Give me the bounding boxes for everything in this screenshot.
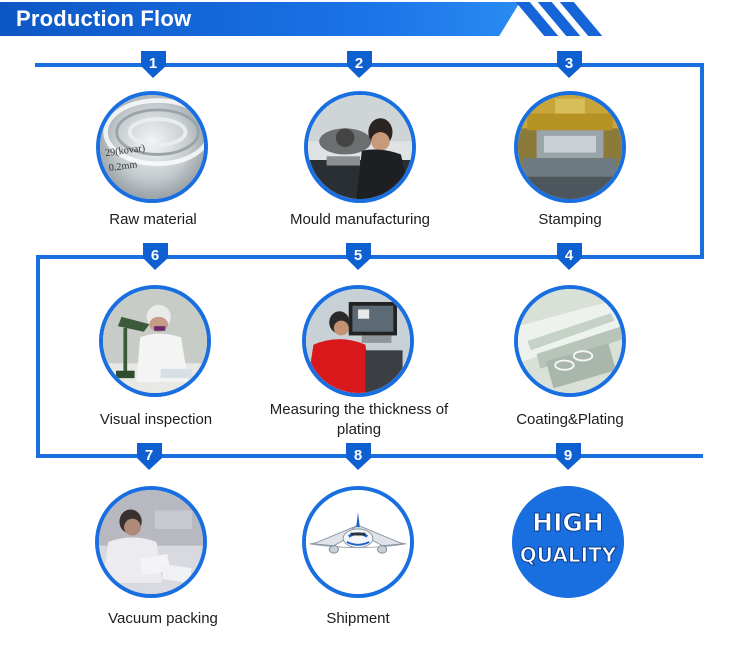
shipment-photo — [302, 486, 414, 598]
step-number-5: 5 — [354, 247, 362, 264]
step-number-2: 2 — [355, 55, 363, 72]
visual-inspection-photo — [99, 285, 211, 397]
mould-manufacturing-photo — [304, 91, 416, 203]
step-label-3: Stamping — [538, 211, 602, 228]
step-label-2: Mould manufacturing — [289, 211, 431, 228]
measuring-thickness-photo — [302, 285, 414, 397]
header-bar — [0, 2, 520, 36]
step-number-6: 6 — [151, 247, 159, 264]
step-marker-3: 3 — [557, 51, 582, 78]
vacuum-packing-photo — [95, 486, 207, 598]
step-number-4: 4 — [565, 247, 574, 264]
step-number-8: 8 — [354, 447, 362, 464]
step-label-6: Visual inspection — [99, 411, 213, 428]
step-label-7: Vacuum packing — [108, 610, 218, 627]
step-marker-8: 8 — [346, 443, 371, 470]
step-label-5: Measuring the thickness of plating — [269, 401, 449, 438]
step-number-7: 7 — [145, 447, 153, 464]
raw-photo-text-line2: 0.2mm — [108, 159, 138, 174]
step-marker-5: 5 — [346, 243, 371, 270]
section-header: Production Flow — [0, 0, 620, 40]
step-number-1: 1 — [149, 55, 157, 72]
step-marker-1: 1 — [141, 51, 166, 78]
badge-line-quality: QUALITY — [520, 543, 617, 567]
step-marker-7: 7 — [137, 443, 162, 470]
step-label-4: Coating&Plating — [516, 411, 624, 428]
badge-line-high: HIGH — [532, 508, 604, 537]
step-marker-6: 6 — [143, 243, 168, 270]
stamping-photo — [514, 91, 626, 203]
raw-material-photo: 29(kovar) 0.2mm — [96, 91, 208, 203]
step-marker-9: 9 — [556, 443, 581, 470]
step-label-1: Raw material — [109, 211, 197, 228]
step-marker-4: 4 — [557, 243, 582, 270]
coating-plating-photo — [514, 285, 626, 397]
high-quality-badge: HIGH QUALITY — [512, 486, 624, 598]
page-title: Production Flow — [16, 6, 192, 31]
step-number-3: 3 — [565, 55, 573, 72]
step-marker-2: 2 — [347, 51, 372, 78]
step-number-9: 9 — [564, 447, 572, 464]
step-label-8: Shipment — [326, 610, 390, 627]
